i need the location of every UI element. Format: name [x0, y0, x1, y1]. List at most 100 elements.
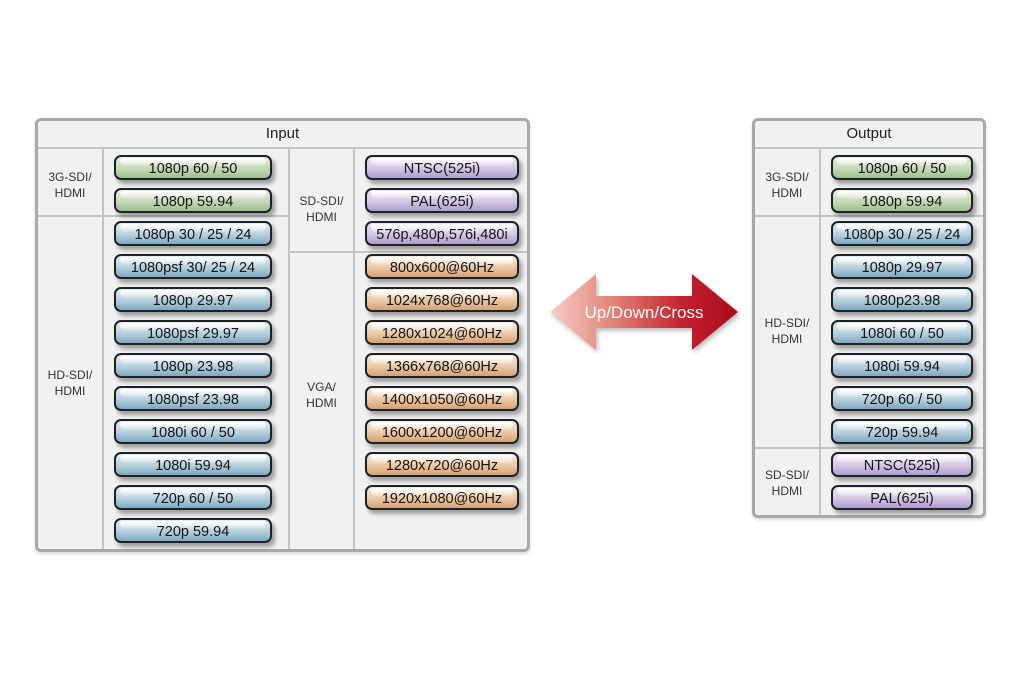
label-line: 3G-SDI/ [48, 170, 92, 184]
input-panel-title: Input [38, 121, 527, 149]
format-pill: 1080p 30 / 25 / 24 [114, 221, 272, 246]
format-pill: 576p,480p,576i,480i [365, 221, 519, 246]
group-label-hd-sdi: HD-SDI/ HDMI [755, 315, 819, 347]
divider [755, 215, 983, 217]
label-line: HD-SDI/ [764, 316, 810, 330]
format-pill: NTSC(525i) [831, 452, 973, 477]
format-label: 720p 60 / 50 [861, 392, 943, 408]
format-pill: 1080psf 23.98 [114, 386, 272, 411]
format-label: 1080p 23.98 [152, 359, 234, 375]
format-pill: 1400x1050@60Hz [365, 386, 519, 411]
format-label: 1080p 59.94 [861, 194, 943, 210]
arrow-label: Up/Down/Cross [584, 303, 703, 322]
label-line: HDMI [771, 484, 803, 498]
input-panel: Input 3G-SDI/ HDMI HD-SDI/ HDMI SD-SDI/ … [35, 118, 530, 552]
output-panel-title: Output [755, 121, 983, 149]
format-label: 720p 59.94 [156, 524, 230, 540]
format-pill: 1600x1200@60Hz [365, 419, 519, 444]
format-pill: PAL(625i) [831, 485, 973, 510]
label-line: HDMI [306, 210, 337, 224]
format-pill: 800x600@60Hz [365, 254, 519, 279]
label-line: HDMI [54, 384, 86, 398]
divider [819, 149, 821, 515]
format-pill: 1366x768@60Hz [365, 353, 519, 378]
divider [38, 215, 288, 217]
output-panel: Output 3G-SDI/ HDMI HD-SDI/ HDMI SD-SDI/… [752, 118, 986, 518]
format-label: NTSC(525i) [863, 458, 941, 474]
label-line: HDMI [771, 186, 803, 200]
group-label-sd-sdi: SD-SDI/ HDMI [755, 467, 819, 499]
format-pill: 1080i 60 / 50 [831, 320, 973, 345]
format-pill: 1080p 60 / 50 [831, 155, 973, 180]
format-pill: 720p 59.94 [114, 518, 272, 543]
format-pill: 1080p 23.98 [114, 353, 272, 378]
format-label: 1080p 60 / 50 [148, 161, 238, 177]
format-label: 1080p 29.97 [152, 293, 234, 309]
format-pill: 1080p 59.94 [114, 188, 272, 213]
format-pill: 720p 60 / 50 [831, 386, 973, 411]
label-line: HDMI [771, 332, 803, 346]
format-pill: NTSC(525i) [365, 155, 519, 180]
arrow-shape [550, 274, 738, 350]
format-pill: 1080p 59.94 [831, 188, 973, 213]
group-label-vga: VGA/ HDMI [290, 379, 353, 411]
format-label: 1080i 59.94 [155, 458, 231, 474]
label-line: HDMI [306, 396, 337, 410]
format-label: 1024x768@60Hz [385, 293, 499, 309]
format-label: 1080psf 29.97 [147, 326, 239, 342]
format-label: 1280x720@60Hz [385, 458, 499, 474]
divider [353, 149, 355, 549]
format-label: 1400x1050@60Hz [381, 392, 503, 408]
label-line: SD-SDI/ [764, 468, 809, 482]
divider [755, 447, 983, 449]
format-label: 1080p 30 / 25 / 24 [843, 227, 961, 243]
format-label: 1080psf 23.98 [147, 392, 239, 408]
format-pill: 1080p 60 / 50 [114, 155, 272, 180]
format-label: 1080p 60 / 50 [857, 161, 947, 177]
label-line: HD-SDI/ [47, 368, 93, 382]
format-pill: 1080p 29.97 [831, 254, 973, 279]
divider [290, 251, 527, 253]
format-pill: 720p 60 / 50 [114, 485, 272, 510]
format-label: PAL(625i) [870, 491, 934, 507]
label-line: 3G-SDI/ [765, 170, 809, 184]
format-label: 1080p 29.97 [861, 260, 943, 276]
format-pill: 1080p23.98 [831, 287, 973, 312]
format-pill: 1920x1080@60Hz [365, 485, 519, 510]
format-pill: 1080i 59.94 [114, 452, 272, 477]
format-pill: 1280x720@60Hz [365, 452, 519, 477]
label-line: HDMI [54, 186, 86, 200]
format-label: 1080psf 30/ 25 / 24 [130, 260, 256, 276]
format-pill: 1080psf 29.97 [114, 320, 272, 345]
format-pill: 1080p 29.97 [114, 287, 272, 312]
format-label: NTSC(525i) [403, 161, 481, 177]
format-pill: 1080p 30 / 25 / 24 [831, 221, 973, 246]
group-label-sd-sdi: SD-SDI/ HDMI [290, 193, 353, 225]
format-pill: 1280x1024@60Hz [365, 320, 519, 345]
format-label: 1920x1080@60Hz [381, 491, 503, 507]
bidirectional-arrow-icon: Up/Down/Cross [550, 274, 738, 350]
label-line: VGA/ [307, 380, 336, 394]
format-label: 720p 60 / 50 [152, 491, 234, 507]
format-pill: 1080psf 30/ 25 / 24 [114, 254, 272, 279]
format-label: 1080p 59.94 [152, 194, 234, 210]
format-label: 720p 59.94 [865, 425, 939, 441]
format-label: 1080i 60 / 50 [860, 326, 944, 342]
format-label: 1080i 60 / 50 [151, 425, 235, 441]
divider [288, 149, 290, 549]
label-line: SD-SDI/ [299, 194, 344, 208]
format-label: 800x600@60Hz [389, 260, 495, 276]
group-label-3g-sdi: 3G-SDI/ HDMI [38, 169, 102, 201]
format-label: 1280x1024@60Hz [381, 326, 503, 342]
format-label: 1080p 30 / 25 / 24 [134, 227, 252, 243]
format-pill: PAL(625i) [365, 188, 519, 213]
format-pill: 1080i 59.94 [831, 353, 973, 378]
format-label: 1080p23.98 [863, 293, 941, 309]
format-label: PAL(625i) [410, 194, 474, 210]
format-pill: 720p 59.94 [831, 419, 973, 444]
format-pill: 1024x768@60Hz [365, 287, 519, 312]
format-label: 1366x768@60Hz [385, 359, 499, 375]
format-label: 576p,480p,576i,480i [376, 227, 508, 243]
format-label: 1080i 59.94 [864, 359, 940, 375]
divider [102, 149, 104, 549]
